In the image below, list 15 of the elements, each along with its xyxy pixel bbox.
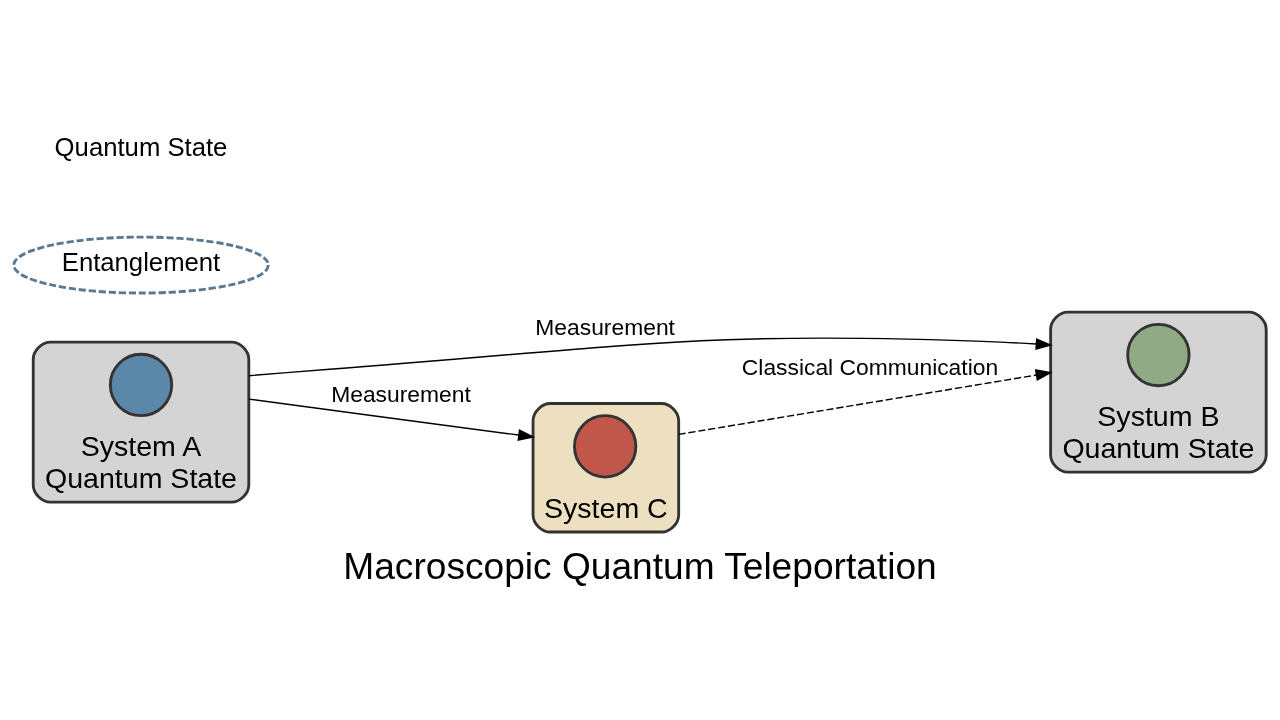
edge-label: Measurement — [535, 313, 675, 340]
node-circle — [108, 352, 174, 418]
node-circle — [1126, 322, 1191, 388]
edge-label: Measurement — [331, 380, 471, 407]
node-circle — [573, 414, 638, 479]
arrow — [677, 369, 1053, 436]
arrow — [248, 337, 1053, 377]
diagram-title: Macroscopic Quantum Teleportation — [343, 544, 937, 587]
edge-label: Classical Communication — [741, 353, 999, 380]
cluster: System A Quantum State — [31, 340, 251, 504]
cluster: Systum B Quantum State — [1049, 310, 1268, 474]
cluster: System C — [531, 402, 681, 534]
node-ellipse: Entanglement — [12, 235, 270, 295]
label: Quantum State — [54, 132, 228, 161]
arrow — [248, 398, 536, 441]
